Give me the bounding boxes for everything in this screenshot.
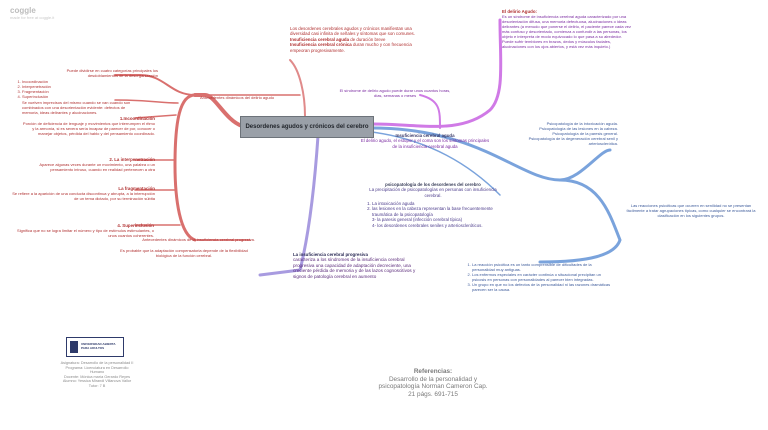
anteced-top-text: Antecedentes dinámicos del delirio agudo [200, 95, 275, 100]
super-text: Significa que no se logra limitar el núm… [17, 228, 154, 239]
cat-item: Superinclusión [22, 94, 82, 99]
incoord-text: Porción de deficiencia de lenguaje y mov… [22, 121, 155, 137]
footer-info-line: Asignatura: Desarrollo de la personalida… [60, 361, 134, 365]
probable-node: Es probable que la adaptación compensato… [118, 248, 250, 258]
psico-item: Psicopatología de la paresis general. [552, 131, 618, 136]
frag-title: La fragmentación [118, 186, 155, 191]
blue-list: La reacción psicótica es un tanto compre… [462, 262, 612, 292]
watermark-brand: coggle [10, 6, 36, 15]
link-purple-sindrome [419, 94, 441, 129]
interp-text: Aparece algunas veces durante un movimie… [39, 162, 155, 173]
psicopatologia-title: psicopatología de los desordenes del cer… [385, 182, 481, 187]
reacciones-node: Las reacciones psicóticas que ocurren en… [622, 203, 760, 218]
top-intro-text: Los desordenes cerebrales agudos y cróni… [290, 26, 415, 37]
cat-item: Interpenetración [22, 84, 82, 89]
incoord-title: 1.Incoordinación [119, 116, 155, 121]
link-red-hub [173, 93, 197, 242]
link-purple-main [370, 18, 503, 128]
sindrome-node: El síndrome de delirio agudo puede durar… [335, 88, 455, 98]
incoord-node: 1.Incoordinación Porción de deficiencia … [20, 116, 155, 136]
logo-mark-icon [70, 341, 79, 353]
frag-text: Se refiere a la aparición de una conduct… [12, 191, 155, 202]
cat-list: Incoordinación Interpenetración Fragment… [12, 79, 82, 99]
references-text: Desarrollo de la personalidad y psicopat… [378, 375, 488, 398]
cat-item: Fragmentación [22, 89, 82, 94]
psicopatologia-text: La precipitación de psicopatologías en p… [369, 187, 497, 198]
interp-node: 2. La interpenetración Aparece algunas v… [22, 157, 155, 172]
link-blue-lower [538, 178, 622, 264]
frag-node: La fragmentación Se refiere a la aparici… [12, 186, 155, 201]
watermark-tagline: made for free at coggle.it [10, 15, 55, 20]
sueltos-node: Se vuelven imprecisos del mismo cuando s… [22, 100, 132, 115]
psico-item: Psicopatología de las lesiones en la cab… [539, 126, 618, 131]
agudo-label: Insuficiencia cerebral aguda [290, 36, 350, 42]
footer-info: Asignatura: Desarrollo de la personalida… [58, 361, 136, 389]
psico-list: Psicopatología de la intoxicación aguda.… [500, 121, 618, 146]
insuf-aguda-title: Insuficiencia cerebral aguda [395, 133, 455, 138]
anteced-bottom-text: Antecedentes dinámicos de la insuficienc… [142, 237, 255, 242]
psico-item: Psicopatología de la degeneración cerebr… [528, 136, 618, 146]
cronica-text: duran mucho y con frecuencia empeoran pr… [290, 42, 412, 53]
interp-title: 2. La interpenetración [109, 157, 155, 162]
psico-item: Psicopatología de la intoxicación aguda. [546, 121, 618, 126]
link-lavender [258, 134, 320, 277]
central-topic-title: Desordenes agudos y crónicos del cerebro [245, 123, 369, 130]
link-red-incoord [134, 114, 177, 119]
insuf-aguda-node: Insuficiencia cerebral aguda El delirio … [360, 133, 490, 149]
progresiva-text: caracteriza a los síndromes de la insufi… [293, 257, 416, 279]
link-red-sueltos [114, 99, 179, 104]
references: Referencias: Desarrollo de la personalid… [378, 368, 488, 398]
logo-text: UNIVERSIDAD ABIERTA PARA ADULTOS [81, 342, 116, 350]
delirio-text: Es un síndrome de insuficiencia cerebral… [502, 14, 631, 50]
probable-text: Es probable que la adaptación compensato… [120, 248, 248, 258]
psicopatologia-item: La intoxicación aguda [372, 201, 504, 206]
categorias-node: Puede dividirse en cuatro categorías pri… [40, 68, 158, 78]
central-topic[interactable]: Desordenes agudos y crónicos del cerebro [240, 116, 374, 138]
blue-list-item: Un grupo en que no los defectos de la pe… [472, 282, 612, 292]
sueltos-text: Se vuelven imprecisos del mismo cuando s… [22, 100, 131, 115]
link-blue-main [370, 126, 612, 182]
footer-info-line: Programa: Licenciatura en Desarrollo Hum… [65, 365, 129, 375]
top-intro: Los desordenes cerebrales agudos y cróni… [290, 26, 415, 53]
blue-list-item: La reacción psicótica es un tanto compre… [472, 262, 612, 272]
psicopatologia-item: 3- la paresis general (infección cerebra… [372, 217, 463, 223]
psicopatologia-item: 4- los desordenes cerebrales seniles y a… [372, 222, 483, 228]
agudo-text: de duración breve [349, 36, 386, 42]
anteced-bottom: Antecedentes dinámicos de la insuficienc… [140, 237, 255, 242]
watermark: coggle made for free at coggle.it [10, 6, 54, 20]
link-red-cat [114, 74, 196, 96]
reacciones-text: Las reacciones psicóticas que ocurren en… [626, 203, 756, 218]
insuf-aguda-text: El delirio agudo, el estupor y el coma s… [360, 138, 490, 149]
footer-info-line: Docente: Mónica maría Gerardo Reyes [63, 374, 131, 379]
cat-item: Incoordinación [22, 79, 82, 84]
categorias-text: Puede dividirse en cuatro categorías pri… [66, 68, 158, 78]
blue-list-item: Los enfermos especiales en carácter cont… [472, 272, 612, 282]
delirio-node: El delirio Agudo: Es un síndrome de insu… [502, 9, 632, 49]
university-logo: UNIVERSIDAD ABIERTA PARA ADULTOS [66, 337, 124, 357]
psicopatologia-item: las lesiones en la cabeza representan la… [372, 206, 504, 217]
cronica-label: Insuficiencia cerebral crónica [290, 42, 352, 48]
psicopatologia-list: La intoxicación aguda las lesiones en la… [362, 201, 504, 228]
psicopatologia-node: psicopatología de los desordenes del cer… [362, 182, 504, 228]
sindrome-text: El síndrome de delirio agudo puede durar… [339, 88, 451, 98]
references-title: Referencias: [413, 368, 453, 375]
delirio-title: El delirio Agudo: [502, 9, 537, 14]
progresiva-node: La insuficiencia cerebral progresiva car… [293, 252, 418, 280]
footer-info-line: Alumno: Yessica Mirandi Villanova Vallor [62, 379, 132, 384]
super-node: 4. Superinclusión Significa que no se lo… [14, 223, 154, 238]
link-rose-top [289, 59, 306, 117]
anteced-top: Antecedentes dinámicos del delirio agudo [200, 95, 300, 100]
super-title: 4. Superinclusión [117, 223, 154, 228]
link-blue-inner [371, 131, 501, 196]
footer-info-line: Tutor: 7 B [88, 383, 106, 388]
progresiva-title: La insuficiencia cerebral progresiva [293, 252, 368, 257]
